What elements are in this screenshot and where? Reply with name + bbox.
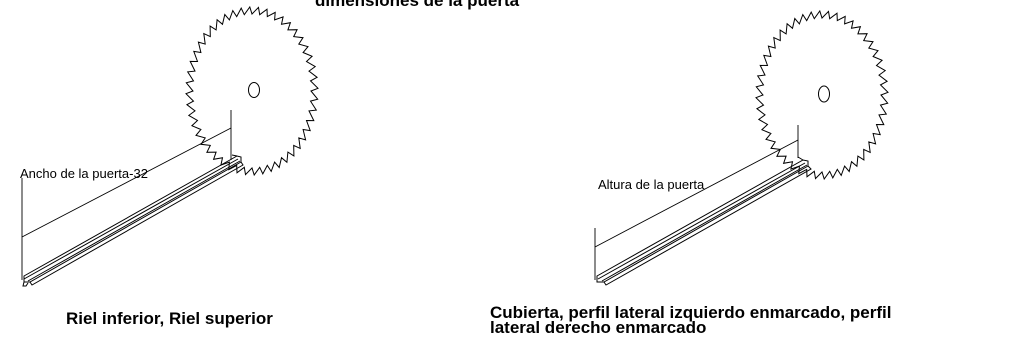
right-saw-blade-icon	[755, 9, 889, 181]
right-caption-line-1: Cubierta, perfil lateral izquierdo enmar…	[490, 303, 892, 322]
left-dimension-label: Ancho de la puerta-32	[20, 166, 148, 181]
left-saw-blade-icon	[185, 5, 319, 177]
right-aluminum-rail-icon	[596, 156, 812, 286]
left-saw-arbor-hole	[248, 82, 260, 98]
right-dimension-label: Altura de la puerta	[598, 177, 705, 192]
right-caption-line-2: lateral derecho enmarcado	[490, 318, 707, 337]
left-aluminum-rail-icon	[22, 154, 244, 287]
left-dimension-line-icon	[21, 110, 232, 280]
saw-teeth-outline	[185, 5, 319, 177]
right-saw-arbor-hole	[818, 85, 830, 103]
left-caption: Riel inferior, Riel superior	[66, 309, 273, 328]
saw-teeth-outline	[755, 9, 889, 181]
right-dimension-line-icon	[594, 125, 799, 280]
page-title: dimensiones de la puerta	[315, 0, 520, 10]
